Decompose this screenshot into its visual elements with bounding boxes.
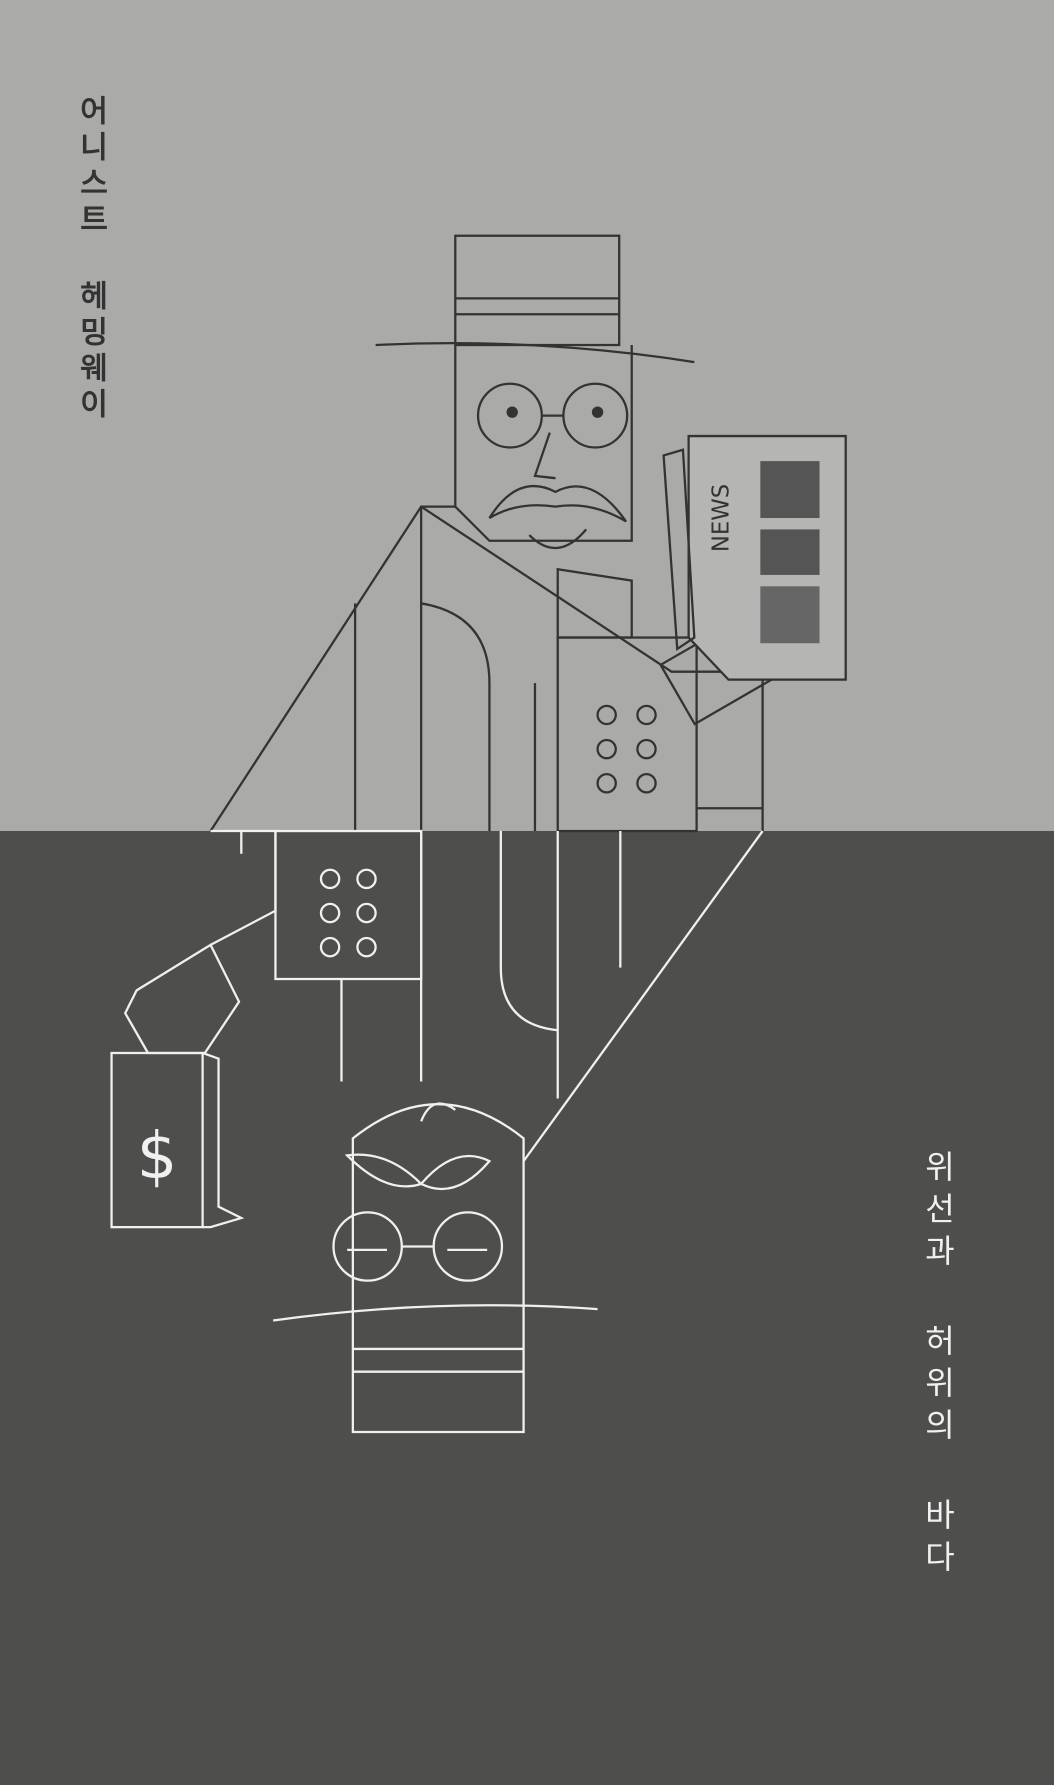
hat-brim [375, 341, 695, 364]
cover-bottom-half [0, 831, 1054, 1785]
top-hat [454, 234, 621, 347]
bottom-hand [123, 943, 241, 1055]
head [454, 345, 633, 542]
author-name: 어니스트 헤밍웨이 [73, 95, 108, 424]
coat-buttons [596, 704, 657, 794]
bottom-glasses-right [432, 1211, 504, 1282]
dollar-sign: $ [137, 1120, 178, 1194]
top-gentleman-figure [209, 234, 847, 833]
news-label: NEWS [708, 484, 734, 552]
mustache [488, 484, 627, 523]
bottom-gentleman-figure [110, 829, 764, 1434]
bottom-glasses-left [332, 1211, 403, 1282]
bottom-head [351, 1103, 525, 1434]
book-title: 위선과 허위의 바다 [919, 1150, 957, 1582]
bottom-coat-buttons [319, 868, 377, 958]
cover-top-half [0, 0, 1054, 831]
bottom-hat-brim [273, 1304, 598, 1322]
newspaper [662, 434, 847, 681]
money-bundle [110, 1051, 245, 1229]
